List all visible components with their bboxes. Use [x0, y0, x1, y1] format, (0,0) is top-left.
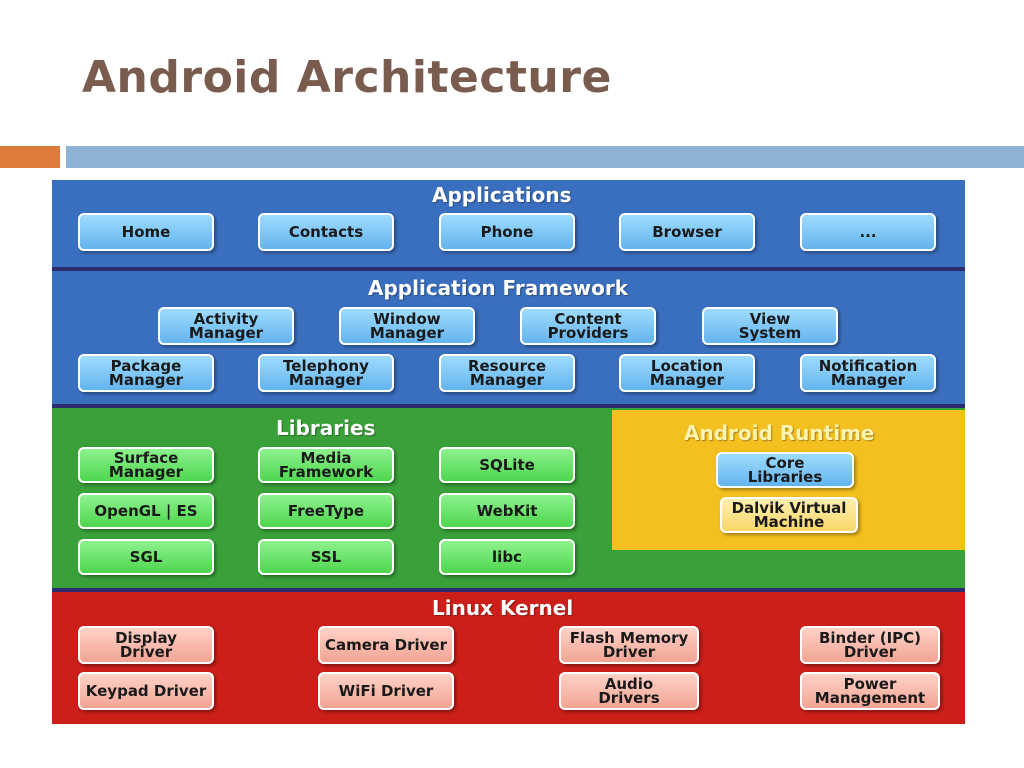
content-providers-box: Content Providers [520, 307, 656, 345]
package-manager-box: Package Manager [78, 354, 214, 392]
app-browser-box: Browser [619, 213, 755, 251]
libc-box: libc [439, 539, 575, 575]
app-more-box: ... [800, 213, 936, 251]
freetype-box: FreeType [258, 493, 394, 529]
app-contacts-box: Contacts [258, 213, 394, 251]
architecture-diagram: Applications Home Contacts Phone Browser… [52, 180, 965, 724]
telephony-manager-box: Telephony Manager [258, 354, 394, 392]
android-runtime-layer: Android Runtime Core Libraries Dalvik Vi… [612, 410, 965, 550]
flash-memory-driver-box: Flash Memory Driver [559, 626, 699, 664]
linux-kernel-title: Linux Kernel [432, 596, 574, 620]
webkit-box: WebKit [439, 493, 575, 529]
power-management-box: Power Management [800, 672, 940, 710]
linux-kernel-layer: Linux Kernel Display Driver Camera Drive… [52, 592, 965, 724]
dalvik-vm-box: Dalvik Virtual Machine [720, 497, 858, 533]
sqlite-box: SQLite [439, 447, 575, 483]
android-runtime-title: Android Runtime [684, 421, 875, 445]
activity-manager-box: Activity Manager [158, 307, 294, 345]
ssl-box: SSL [258, 539, 394, 575]
notification-manager-box: Notification Manager [800, 354, 936, 392]
framework-layer-title: Application Framework [368, 276, 629, 300]
app-phone-box: Phone [439, 213, 575, 251]
libraries-layer-title: Libraries [276, 416, 376, 440]
sgl-box: SGL [78, 539, 214, 575]
surface-manager-box: Surface Manager [78, 447, 214, 483]
audio-drivers-box: Audio Drivers [559, 672, 699, 710]
applications-layer-title: Applications [432, 183, 572, 207]
slide-title: Android Architecture [82, 52, 612, 103]
binder-ipc-driver-box: Binder (IPC) Driver [800, 626, 940, 664]
media-framework-box: Media Framework [258, 447, 394, 483]
camera-driver-box: Camera Driver [318, 626, 454, 664]
framework-layer: Application Framework Activity Manager W… [52, 271, 965, 404]
core-libraries-box: Core Libraries [716, 452, 854, 488]
resource-manager-box: Resource Manager [439, 354, 575, 392]
window-manager-box: Window Manager [339, 307, 475, 345]
view-system-box: View System [702, 307, 838, 345]
title-rule-accent [0, 146, 60, 168]
wifi-driver-box: WiFi Driver [318, 672, 454, 710]
location-manager-box: Location Manager [619, 354, 755, 392]
opengl-es-box: OpenGL | ES [78, 493, 214, 529]
app-home-box: Home [78, 213, 214, 251]
display-driver-box: Display Driver [78, 626, 214, 664]
keypad-driver-box: Keypad Driver [78, 672, 214, 710]
applications-layer: Applications Home Contacts Phone Browser… [52, 180, 965, 267]
title-rule [66, 146, 1024, 168]
